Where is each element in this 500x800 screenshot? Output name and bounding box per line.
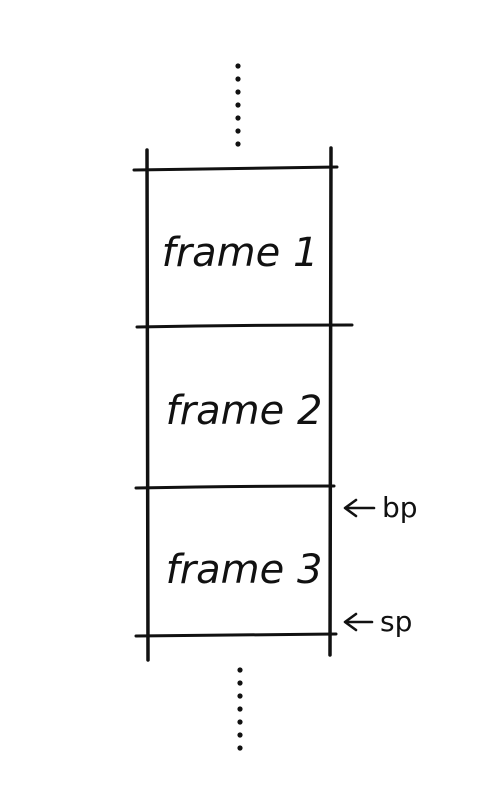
sp-label: sp xyxy=(380,605,412,638)
sp-arrow-head-icon xyxy=(343,612,358,632)
sp-pointer: sp xyxy=(343,605,412,638)
frame-1-label: frame 1 xyxy=(162,230,319,276)
bottom-ellipsis xyxy=(237,667,243,751)
frame-3-label: frame 3 xyxy=(166,547,323,593)
bp-arrow-head-icon xyxy=(343,498,358,518)
stack-right-wall xyxy=(328,146,333,657)
bp-pointer: bp xyxy=(343,491,418,524)
frame-divider-1-2 xyxy=(135,323,354,329)
frame-divider-2-3 xyxy=(134,484,336,490)
stack-top-boundary xyxy=(132,165,339,172)
bp-label: bp xyxy=(382,491,418,524)
frame-2-label: frame 2 xyxy=(166,388,323,434)
stack-left-wall xyxy=(145,148,150,662)
top-ellipsis xyxy=(235,63,241,147)
stack-bottom-boundary xyxy=(134,632,338,638)
